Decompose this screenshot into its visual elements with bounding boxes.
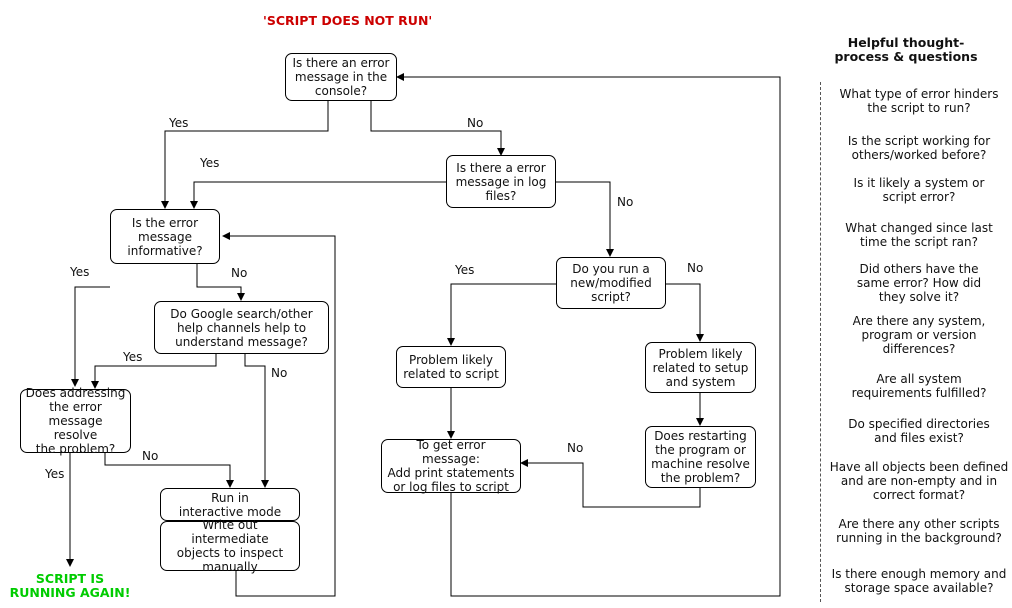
edge-console-no xyxy=(370,101,505,156)
node-restarting: Does restarting the program or machine r… xyxy=(645,426,756,488)
node-get-error: To get error message: Add print statemen… xyxy=(381,438,521,494)
node-intermediate: Write out intermediate objects to inspec… xyxy=(160,518,300,574)
edge-new-no xyxy=(666,283,704,342)
edge-loop-to-console xyxy=(396,73,781,597)
edge-restart-no xyxy=(520,459,701,508)
question-item: Have all objects been defined and are no… xyxy=(829,460,1009,502)
node-addressing: Does addressing the error message resolv… xyxy=(20,386,131,456)
label-restart-no: No xyxy=(567,441,584,455)
edge-log-yes xyxy=(190,181,446,209)
node-related-setup: Problem likely related to setup and syst… xyxy=(645,342,756,393)
node-informative: Is the error message informative? xyxy=(110,209,220,264)
success-text: SCRIPT IS RUNNING AGAIN! xyxy=(9,571,131,600)
edge-informative-yes xyxy=(71,286,110,387)
edge-console-yes xyxy=(161,101,329,209)
question-item: Did others have the same error? How did … xyxy=(856,262,982,304)
label-new-no: No xyxy=(687,261,704,275)
node-error-log: Is there a error message in log files? xyxy=(446,155,556,208)
label-informative-no: No xyxy=(231,266,248,280)
node-new-script: Do you run a new/modified script? xyxy=(556,257,666,309)
edge-new-yes xyxy=(447,283,556,346)
edge-loop-to-informative xyxy=(222,232,336,597)
question-item: Are all system requirements fulfilled? xyxy=(851,372,987,400)
node-interactive: Run in interactive mode xyxy=(160,488,300,521)
edge-google-no xyxy=(244,354,269,488)
label-log-yes: Yes xyxy=(200,156,220,170)
question-item: Are there any other scripts running in t… xyxy=(836,517,1002,545)
diagram-title: 'SCRIPT DOES NOT RUN' xyxy=(263,13,433,28)
label-log-no: No xyxy=(617,195,634,209)
question-item: What type of error hinders the script to… xyxy=(839,87,999,115)
edge-informative-no xyxy=(196,264,245,301)
label-google-yes: Yes xyxy=(123,350,143,364)
node-error-console: Is there an error message in the console… xyxy=(285,53,397,101)
label-new-yes: Yes xyxy=(455,263,475,277)
question-item: What changed since last time the script … xyxy=(845,221,993,249)
label-console-no: No xyxy=(467,116,484,130)
node-related-script: Problem likely related to script xyxy=(396,346,506,388)
label-google-no: No xyxy=(271,366,288,380)
question-item: Is there enough memory and storage space… xyxy=(831,567,1007,595)
edge-google-yes xyxy=(91,354,217,389)
label-informative-yes: Yes xyxy=(70,265,90,279)
edge-addressing-no xyxy=(104,453,234,488)
label-addressing-no: No xyxy=(142,449,159,463)
question-item: Do specified directories and files exist… xyxy=(848,417,990,445)
sidebar-title: Helpful thought- process & questions xyxy=(834,35,978,64)
label-addressing-yes: Yes xyxy=(45,467,65,481)
label-console-yes: Yes xyxy=(169,116,189,130)
edge-log-no xyxy=(555,181,614,257)
question-item: Are there any system, program or version… xyxy=(852,314,986,356)
question-item: Is it likely a system or script error? xyxy=(853,176,985,204)
question-item: Is the script working for others/worked … xyxy=(847,134,991,162)
sidebar-divider xyxy=(820,82,821,602)
node-google: Do Google search/other help channels hel… xyxy=(154,301,329,354)
